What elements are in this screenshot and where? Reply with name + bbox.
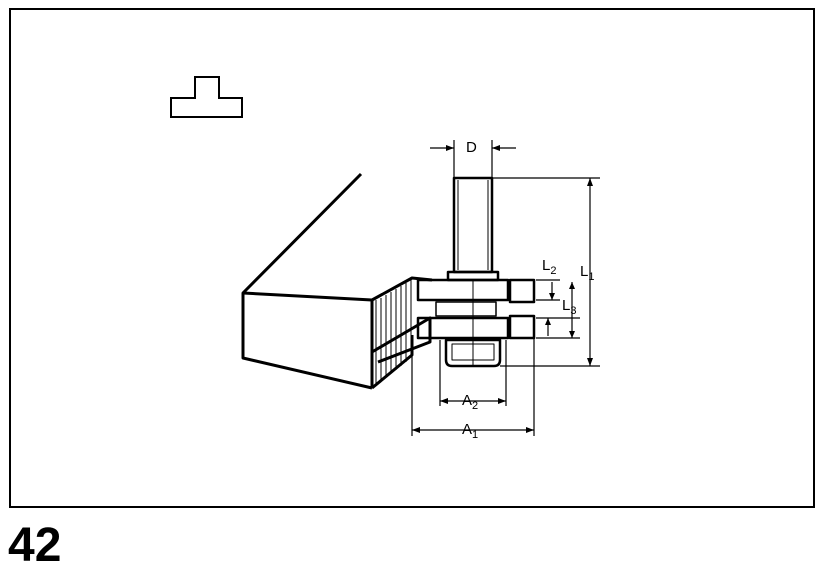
- dimension-arrowheads: [412, 145, 593, 433]
- page-number: 42: [8, 519, 62, 572]
- workpiece: [241, 172, 433, 390]
- diagram-frame: [9, 8, 815, 508]
- label-l1: L1: [580, 263, 594, 283]
- label-d: D: [466, 139, 477, 156]
- slot-hatching: [375, 280, 412, 386]
- label-a1: A1: [462, 421, 478, 441]
- label-l2: L2: [542, 257, 556, 277]
- dimension-lines: [411, 140, 600, 436]
- label-l3: L3: [562, 297, 576, 317]
- router-bit: [416, 176, 536, 368]
- t-slot-profile-icon: [170, 76, 243, 118]
- label-a2: A2: [462, 392, 478, 412]
